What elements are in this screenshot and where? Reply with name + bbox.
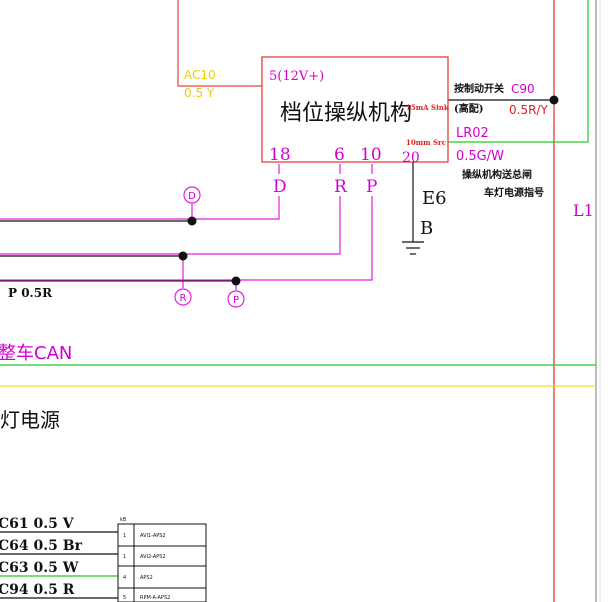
bottom-wire-label-3: C63 0.5 W [0, 560, 79, 576]
junction-p [231, 276, 241, 286]
annotation-high-config: (高配) [454, 102, 483, 115]
module-pin-6: 6 [334, 145, 345, 165]
label-c90-spec: 0.5R/Y [509, 103, 548, 117]
label-ac10-spec: 0.5 Y [184, 86, 215, 100]
annotation-control-switch: 按制动开关 [454, 82, 504, 95]
annotation-signal-note-1: 操纵机构送总闸 [462, 168, 532, 181]
label-lr02-code: LR02 [456, 126, 489, 141]
circle-marker-r-label: R [180, 293, 187, 304]
annotation-signal-note-2: 车灯电源指号 [484, 186, 544, 199]
wire-d-magenta [0, 196, 280, 220]
junction-c90 [549, 95, 559, 105]
wire-ac10 [177, 0, 262, 87]
connector-name-2: AVI2-APS2 [140, 554, 166, 560]
gear-letter-r: R [334, 177, 348, 197]
connector-table: kB 1 AVI1-APS2 1 AVI2-APS2 4 APS2 5 RPM-… [117, 517, 207, 602]
module-pin-20: 20 [402, 150, 420, 166]
ground-color-code: B [420, 218, 433, 239]
ground-code: E6 [422, 188, 447, 209]
circle-marker-p-label: P [233, 295, 239, 306]
module-pin-10: 10 [360, 145, 382, 165]
bottom-wire-label-1: C61 0.5 V [0, 516, 75, 532]
circle-marker-d [183, 186, 201, 204]
module-title: 档位操纵机构 [280, 101, 412, 126]
circle-marker-p [227, 290, 245, 308]
label-c90-code: C90 [511, 82, 535, 96]
junction-r [178, 251, 188, 261]
label-l1: L1 [573, 201, 594, 220]
gear-letter-p: P [366, 177, 377, 197]
circle-marker-d-label: D [188, 191, 196, 202]
gear-letter-d: D [273, 177, 287, 197]
connector-pin-1: 1 [123, 533, 126, 539]
can-bus-label: 整车CAN [0, 343, 72, 364]
label-lr02-spec: 0.5G/W [456, 149, 504, 164]
connector-name-3: APS2 [140, 575, 153, 581]
wire-p-magenta [0, 196, 373, 281]
connector-header: kB [120, 517, 127, 523]
label-ac10-code: AC10 [184, 68, 216, 82]
connector-pin-4: 5 [123, 595, 126, 601]
connector-frame [117, 523, 207, 602]
circle-marker-r [174, 288, 192, 306]
connector-pin-3: 4 [123, 575, 126, 581]
module-pin-18: 18 [269, 145, 291, 165]
label-p-spec: P 0.5R [8, 286, 53, 300]
junction-d [187, 216, 197, 226]
module-side-label-upper: 15mA Sink [406, 103, 449, 112]
connector-name-1: AVI1-APS2 [140, 533, 166, 539]
gear-shift-module [261, 56, 449, 163]
connector-name-4: RPM-A-APS2 [140, 595, 170, 601]
section-power-title: 灯电源 [0, 408, 60, 432]
wire-lr02 [448, 0, 589, 143]
module-side-label-lower: 10mm Src [406, 138, 446, 147]
connector-pin-2: 1 [123, 554, 126, 560]
bottom-wire-label-4: C94 0.5 R [0, 582, 75, 598]
bottom-wire-label-2: C64 0.5 Br [0, 538, 83, 554]
wire-r-magenta [0, 196, 341, 255]
module-pin-power: 5(12V+) [269, 69, 324, 84]
